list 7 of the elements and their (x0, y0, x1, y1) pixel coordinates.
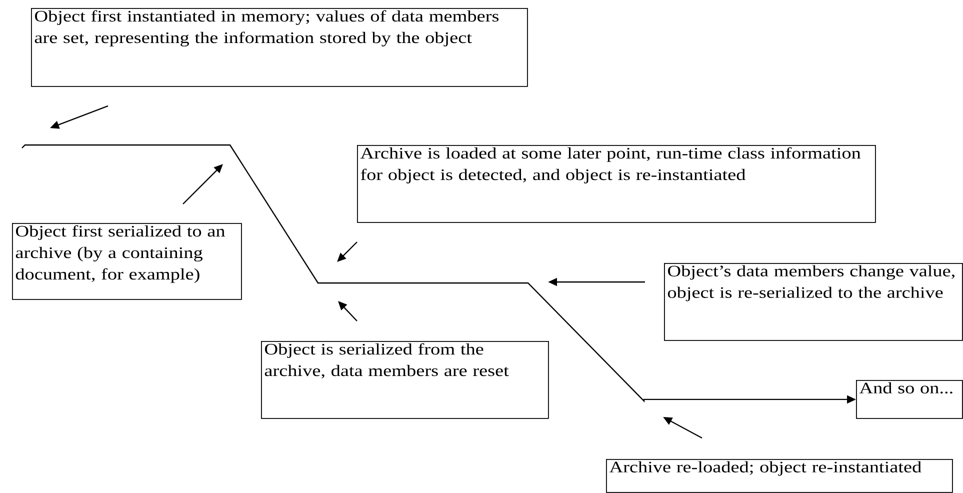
text-box: Object first instantiated in memory; values of data members are set, representing the information stored by the object (31, 8, 528, 87)
text-box: Object first serialized to an archive (by a containing document, for example) (12, 223, 242, 300)
text-box: And so on... (856, 380, 963, 419)
text-box: Archive is loaded at some later point, run-time class information for object is detected, and object is re-instantiated (357, 145, 876, 223)
text-box: Archive re-loaded; object re-instantiated (606, 459, 953, 493)
text-box: Object is serialized from the archive, data members are reset (261, 341, 549, 419)
text-box: Object’s data members change value, object is re-serialized to the archive (664, 263, 963, 341)
